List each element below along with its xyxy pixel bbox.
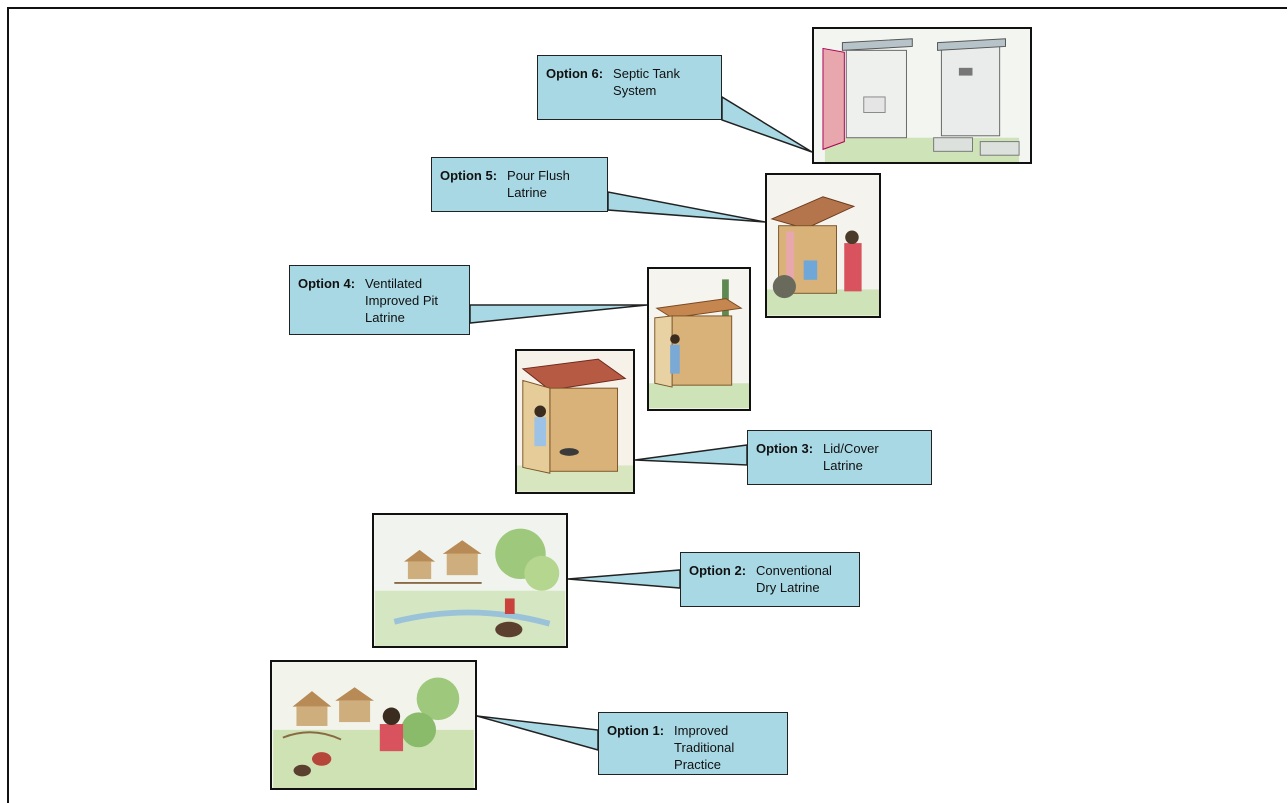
option-3-callout: Option 3: Lid/Cover Latrine <box>747 430 932 485</box>
option-2-callout: Option 2: Conventional Dry Latrine <box>680 552 860 607</box>
option-3-label: Option 3: <box>756 441 814 456</box>
option-2-label: Option 2: <box>689 563 747 578</box>
connector-option-5 <box>607 191 766 223</box>
village-field-scene-icon <box>273 662 474 788</box>
option-5-label: Option 5: <box>440 168 498 183</box>
option-6-description: Septic Tank System <box>613 66 681 98</box>
option-1-callout: Option 1: Improved Traditional Practice <box>598 712 788 775</box>
village-pit-scene-icon <box>374 515 566 646</box>
option-1-label: Option 1: <box>607 723 665 738</box>
septic-tank-latrine-icon <box>815 29 1029 162</box>
bamboo-latrine-icon <box>517 351 633 492</box>
option-5-description: Pour Flush Latrine <box>507 168 570 200</box>
option-5-illustration <box>765 173 881 318</box>
pour-flush-latrine-icon <box>767 175 879 316</box>
option-6-illustration <box>812 27 1032 164</box>
option-3-description: Lid/Cover Latrine <box>823 441 879 473</box>
option-6-label: Option 6: <box>546 66 604 81</box>
option-4-illustration <box>647 267 751 411</box>
option-5-callout: Option 5: Pour Flush Latrine <box>431 157 608 212</box>
option-4-label: Option 4: <box>298 276 356 291</box>
connector-option-6 <box>721 95 813 153</box>
diagram-frame <box>7 7 1287 803</box>
connector-option-1 <box>476 715 599 751</box>
option-1-illustration <box>270 660 477 790</box>
option-1-description: Improved Traditional Practice <box>674 723 735 772</box>
option-2-illustration <box>372 513 568 648</box>
option-4-description: Ventilated Improved Pit Latrine <box>365 276 439 325</box>
option-3-illustration <box>515 349 635 494</box>
option-4-callout: Option 4: Ventilated Improved Pit Latrin… <box>289 265 470 335</box>
connector-option-2 <box>567 569 681 589</box>
connector-option-3 <box>634 444 748 466</box>
option-6-callout: Option 6: Septic Tank System <box>537 55 722 120</box>
vent-pipe-latrine-icon <box>649 269 749 409</box>
connector-option-4 <box>469 304 648 324</box>
option-2-description: Conventional Dry Latrine <box>756 563 832 595</box>
